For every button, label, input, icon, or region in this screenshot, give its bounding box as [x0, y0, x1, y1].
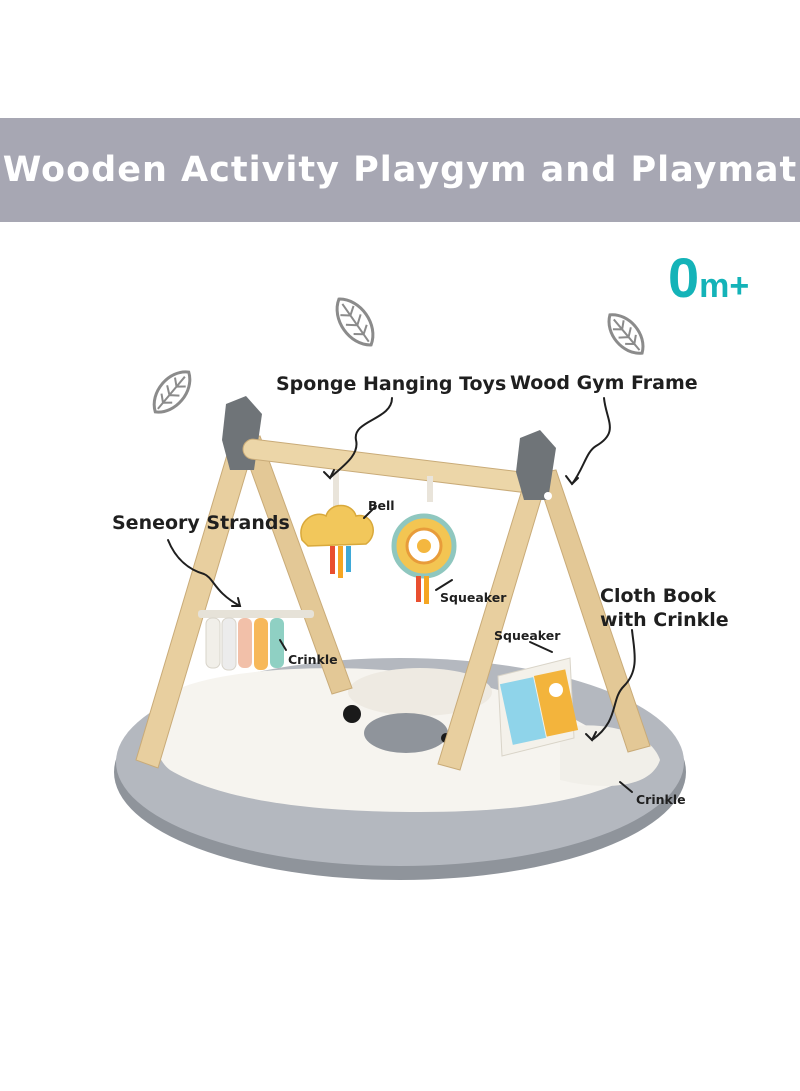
callout-wood-gym-frame: Wood Gym Frame	[510, 372, 698, 394]
right-frame-leg	[437, 430, 651, 771]
cloud-bell-toy	[300, 470, 374, 578]
leaf-icon	[607, 313, 645, 355]
header-banner: Wooden Activity Playgym and Playmat	[0, 118, 800, 222]
age-number: 0	[668, 246, 700, 309]
callout-squeaker-hanging: Squeaker	[440, 590, 507, 605]
left-frame-leg	[135, 396, 353, 769]
arrow-sensory-strands	[167, 539, 241, 607]
cloth-book	[497, 657, 579, 757]
age-badge: 0m+	[668, 250, 749, 306]
arrow-sponge-toys	[329, 397, 393, 479]
callout-squeaker-book: Squeaker	[494, 628, 561, 643]
leaf-icon	[335, 297, 375, 347]
callout-bell: Bell	[368, 498, 395, 513]
callout-cloth-book-line1: Cloth Book	[600, 585, 716, 607]
arrow-crinkle-strands	[279, 639, 287, 651]
callout-crinkle-mat: Crinkle	[636, 792, 686, 807]
arrow-crinkle-mat	[619, 781, 633, 793]
age-suffix: m+	[699, 267, 750, 305]
callout-arrows	[167, 397, 636, 793]
arrow-squeaker-hanging	[435, 579, 453, 591]
round-squeaker-toy	[391, 476, 457, 604]
callout-sponge-hanging-toys: Sponge Hanging Toys	[276, 373, 507, 395]
arrow-wood-frame	[571, 397, 611, 485]
playmat	[114, 658, 686, 880]
leaf-icon	[152, 370, 192, 414]
arrow-cloth-book	[591, 629, 636, 741]
callout-sensory-strands: Seneory Strands	[112, 512, 290, 534]
callout-crinkle-strands: Crinkle	[288, 652, 338, 667]
sensory-strands	[198, 610, 314, 671]
top-bar	[242, 438, 538, 494]
arrow-bell	[363, 505, 377, 519]
arrow-squeaker-book	[529, 641, 553, 653]
page-title: Wooden Activity Playgym and Playmat	[2, 150, 798, 190]
callout-cloth-book-line2: with Crinkle	[600, 609, 729, 631]
